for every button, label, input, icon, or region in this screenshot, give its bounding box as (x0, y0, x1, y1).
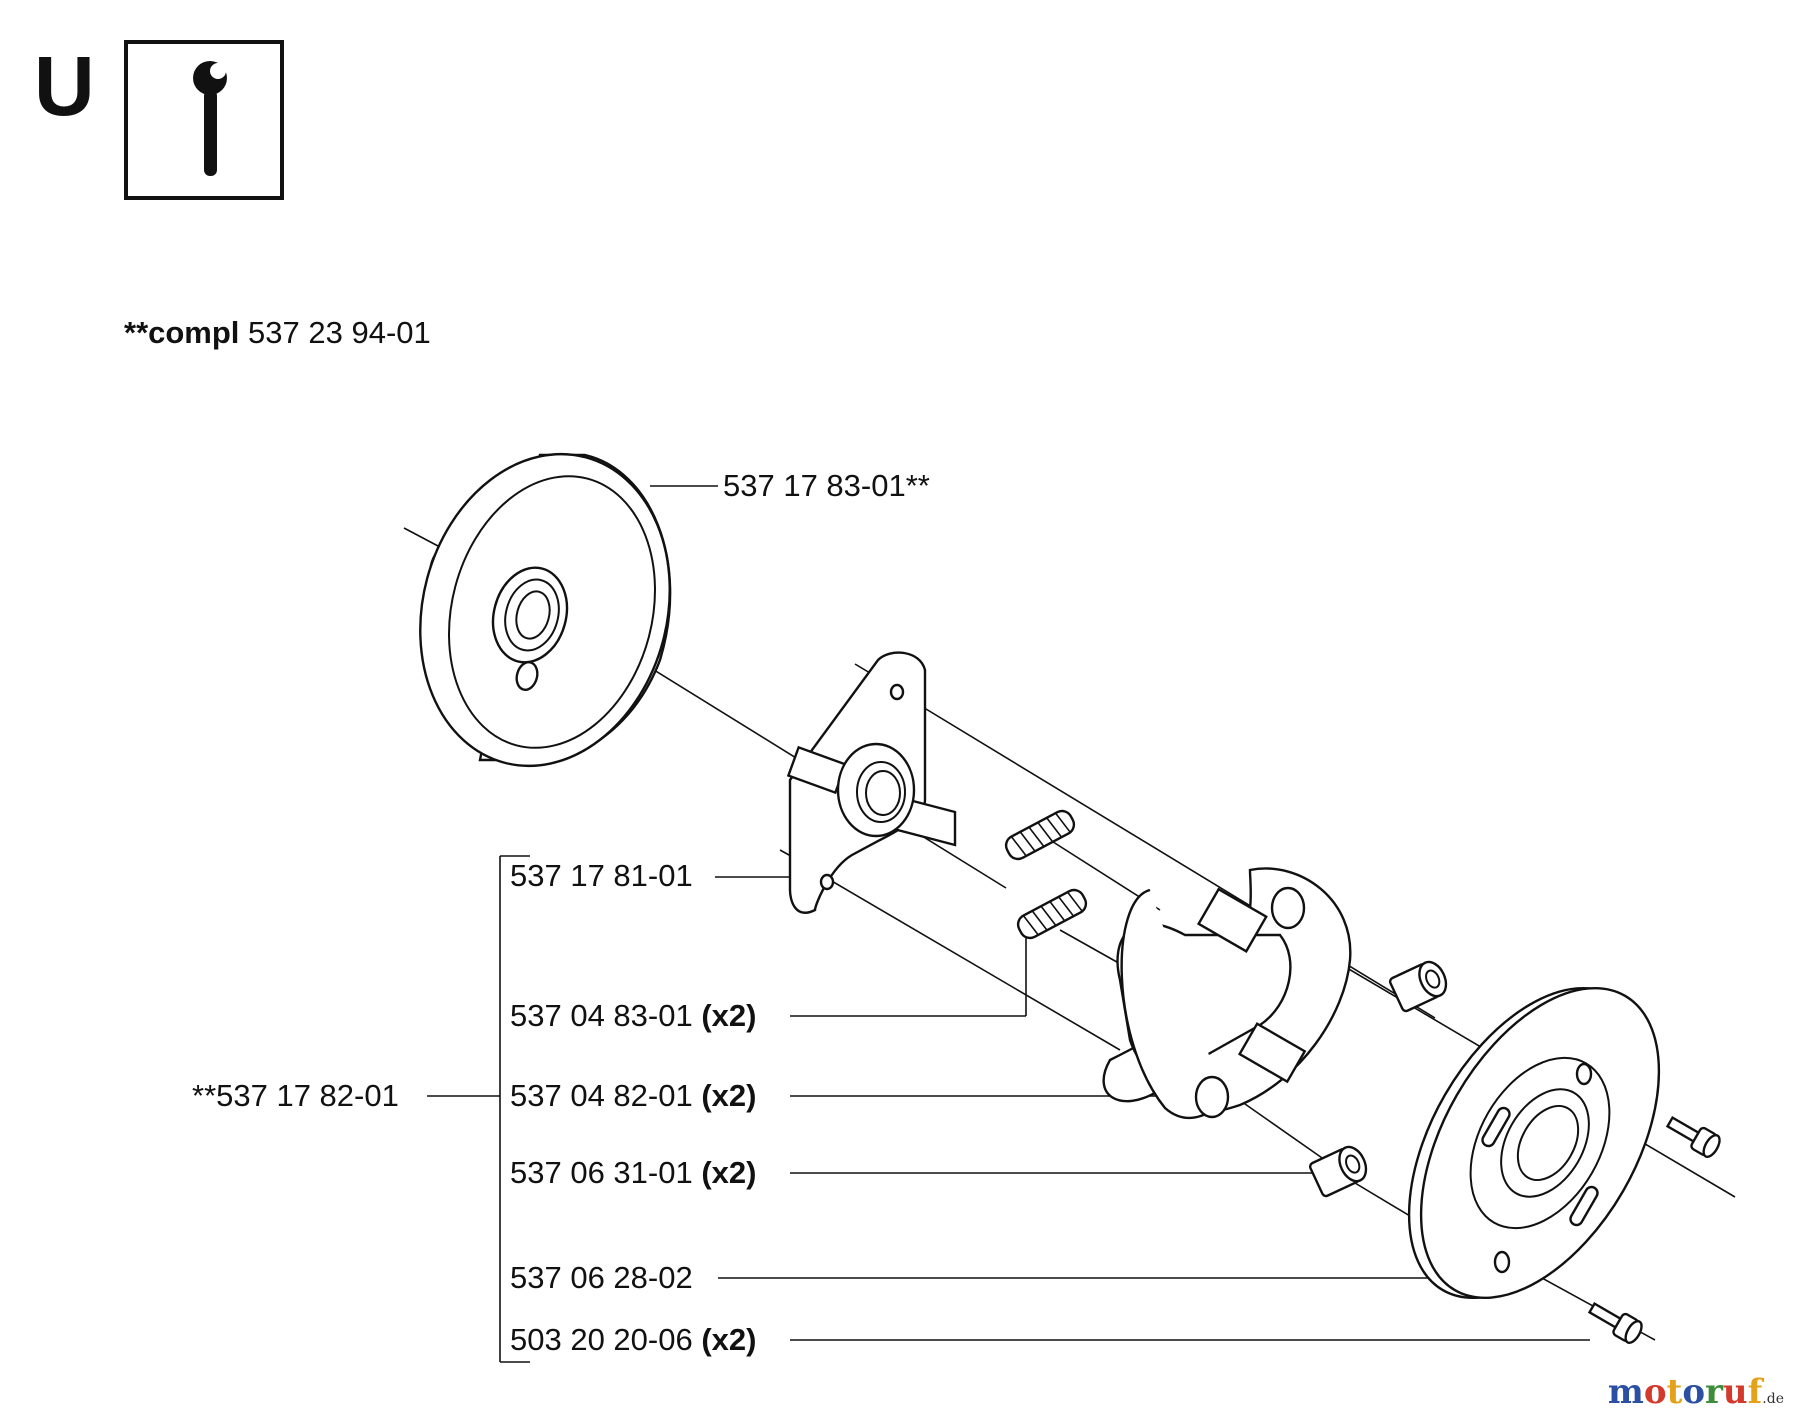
label-screws: 503 20 20-06 (x2) (510, 1324, 756, 1355)
shoes-number: 537 04 82-01 (510, 1078, 693, 1113)
watermark-suffix: .de (1762, 1391, 1784, 1407)
label-bushings: 537 06 31-01 (x2) (510, 1157, 756, 1188)
bushings-qty: (x2) (701, 1155, 757, 1190)
watermark-word: motoruf (1608, 1372, 1762, 1412)
springs-number: 537 04 83-01 (510, 998, 693, 1033)
clutch-springs (1004, 809, 1088, 940)
cover-plate (1407, 986, 1661, 1300)
label-drum: 537 17 83-01** (723, 468, 930, 503)
complete-kit-number: 537 23 94-01 (248, 315, 431, 350)
watermark-letter: r (1705, 1372, 1723, 1412)
springs-qty: (x2) (701, 998, 757, 1033)
label-springs: 537 04 83-01 (x2) (510, 1000, 756, 1031)
label-hub: 537 17 81-01 (510, 858, 693, 893)
clutch-shoes (1102, 867, 1352, 1120)
label-shoes: 537 04 82-01 (x2) (510, 1080, 756, 1111)
label-cover-plate: 537 06 28-02 (510, 1260, 693, 1295)
shoes-qty: (x2) (701, 1078, 757, 1113)
clutch-hub (786, 651, 957, 914)
watermark-letter: u (1722, 1372, 1748, 1412)
watermark-letter: m (1607, 1372, 1644, 1412)
complete-kit-label: **compl 537 23 94-01 (124, 317, 431, 348)
watermark-logo: motoruf.de (1608, 1372, 1784, 1412)
screws (1587, 1116, 1721, 1345)
clutch-drum (419, 452, 672, 768)
complete-kit-prefix: **compl (124, 315, 240, 350)
screws-qty: (x2) (701, 1322, 757, 1357)
watermark-letter: o (1643, 1372, 1667, 1412)
label-assembly: **537 17 82-01 (192, 1078, 399, 1113)
section-letter: U (34, 39, 95, 133)
watermark-letter: t (1666, 1372, 1683, 1412)
screws-number: 503 20 20-06 (510, 1322, 693, 1357)
watermark-letter: f (1747, 1372, 1763, 1412)
bushings-number: 537 06 31-01 (510, 1155, 693, 1190)
bushings (1308, 960, 1448, 1198)
wrench-info-icon (124, 40, 284, 200)
leader-lines (427, 485, 1590, 1363)
watermark-letter: o (1682, 1372, 1705, 1412)
